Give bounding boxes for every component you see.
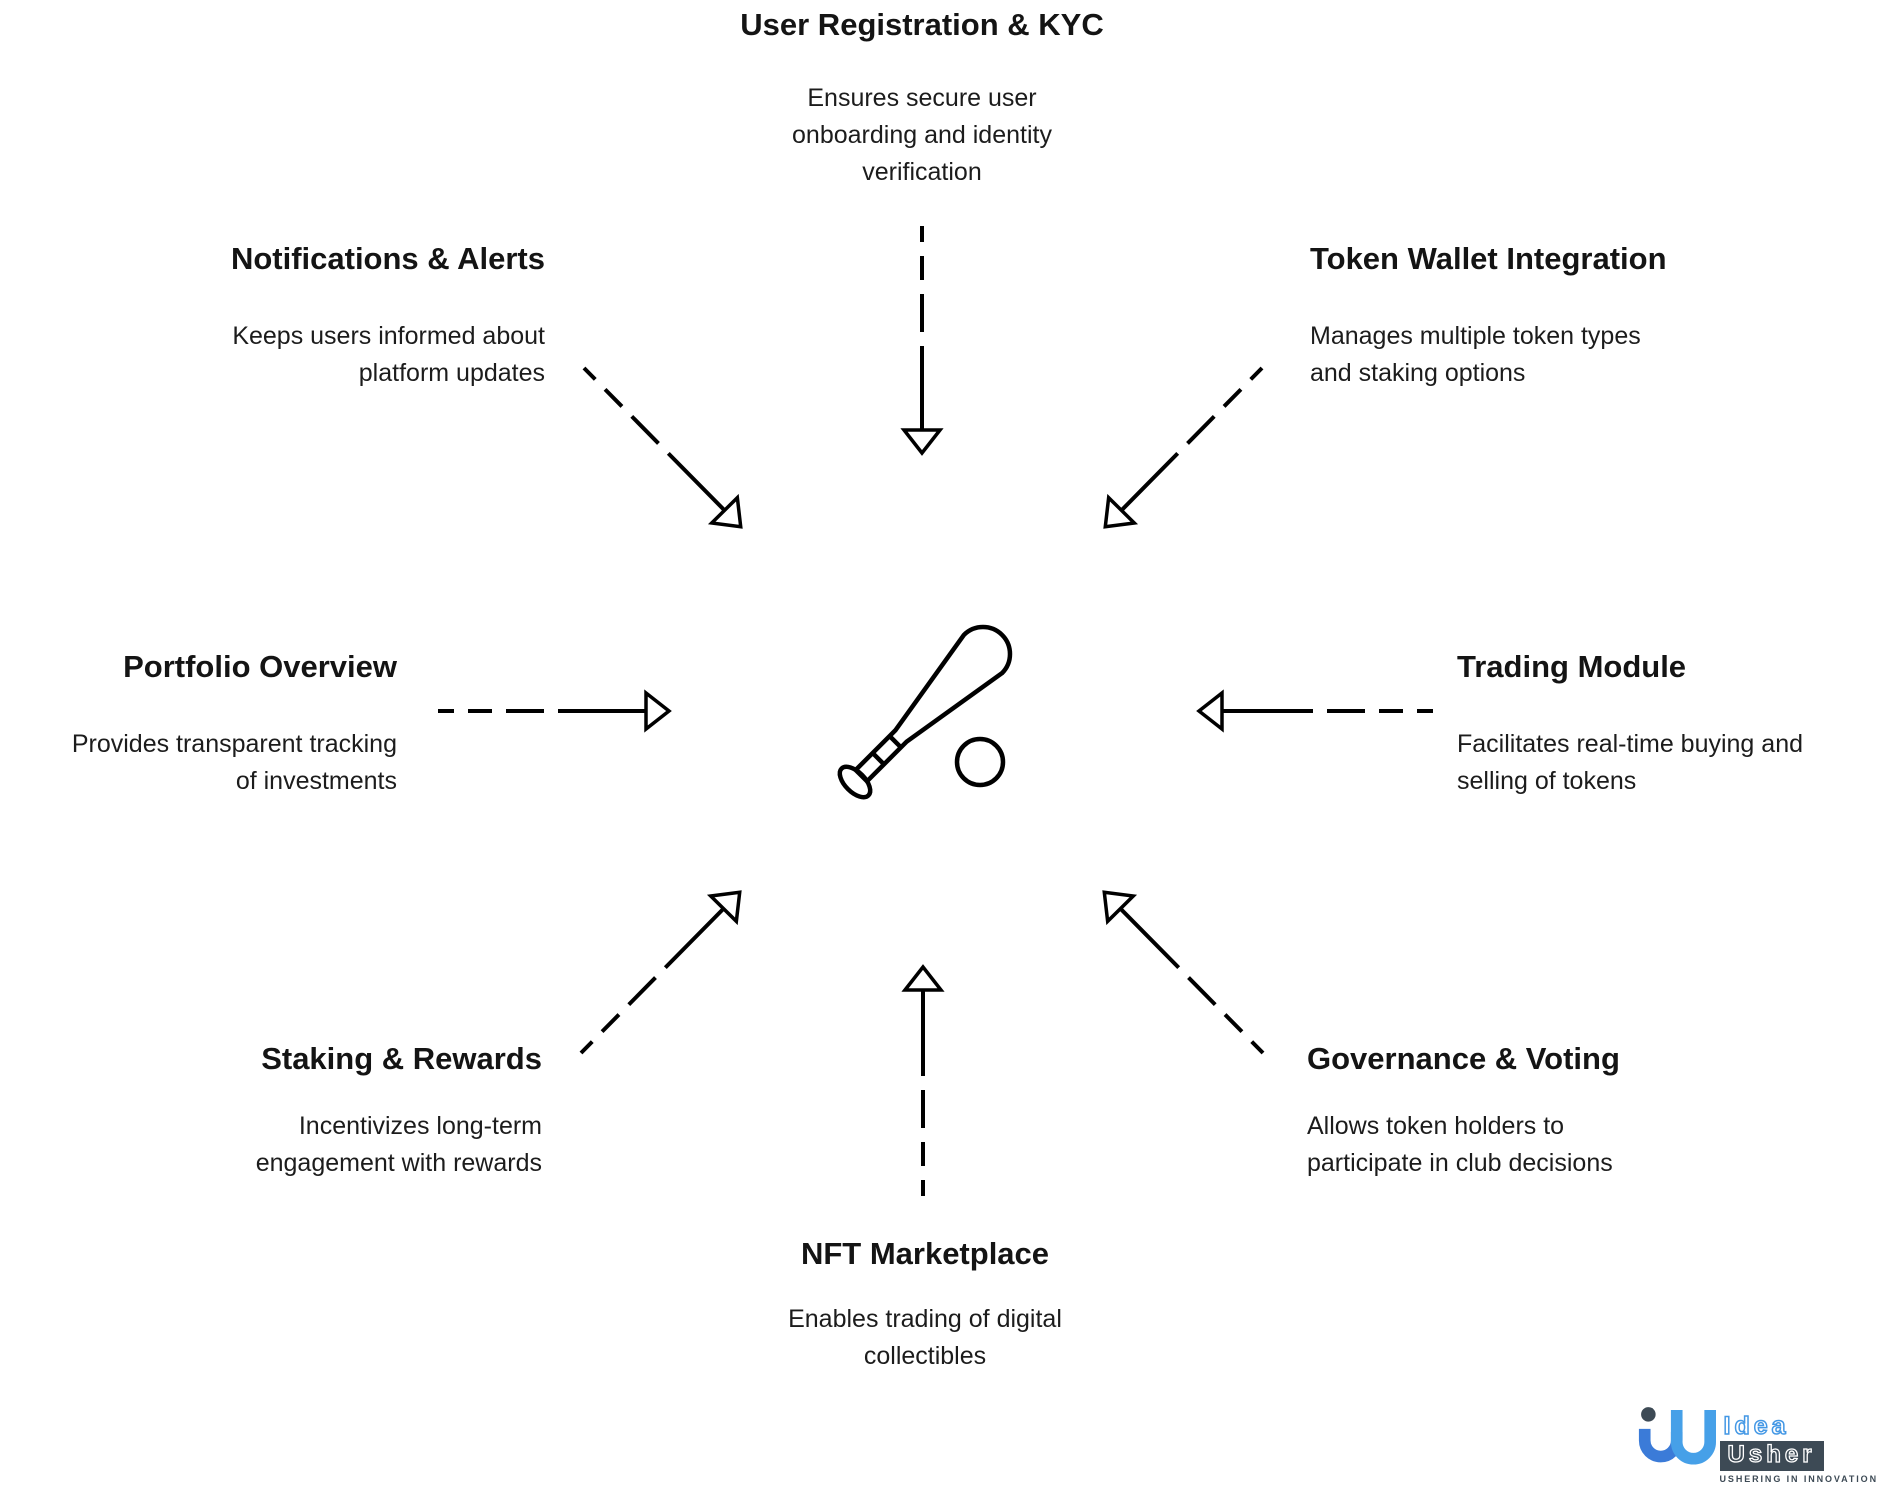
feature-description: Incentivizes long-term engagement with r… xyxy=(255,1112,542,1177)
feature-governance-voting: Governance & Voting Allows token holders… xyxy=(1307,1040,1847,1182)
feature-description: Keeps users informed about platform upda… xyxy=(232,322,545,387)
feature-notifications-alerts: Notifications & Alerts Keeps users infor… xyxy=(45,240,545,392)
arrow-top-right xyxy=(1103,366,1264,529)
logo-wordmark-idea: Idea xyxy=(1723,1412,1790,1440)
baseball-bat-and-ball-icon xyxy=(837,624,1013,800)
arrow-bottom-right xyxy=(1102,890,1265,1055)
bat-grip-line xyxy=(887,733,904,750)
idea-usher-logo-icon xyxy=(1638,1407,1716,1465)
bat-grip-line xyxy=(870,750,887,767)
feature-title: Staking & Rewards xyxy=(261,1041,542,1076)
feature-nft-marketplace: NFT Marketplace Enables trading of digit… xyxy=(625,1235,1225,1375)
arrow-top-left xyxy=(582,366,743,529)
feature-portfolio-overview: Portfolio Overview Provides transparent … xyxy=(0,648,397,800)
feature-title: Portfolio Overview xyxy=(123,649,397,684)
logo-dot xyxy=(1640,1407,1656,1422)
idea-usher-logo: Idea Usher USHERING IN INNOVATION xyxy=(1636,1394,1878,1486)
feature-description: Ensures secure user onboarding and ident… xyxy=(792,84,1052,186)
feature-title: Notifications & Alerts xyxy=(230,241,545,276)
baseball-ball-icon xyxy=(954,736,1006,788)
feature-title: Trading Module xyxy=(1457,649,1687,684)
feature-user-registration: User Registration & KYC Ensures secure u… xyxy=(622,6,1222,191)
feature-title: NFT Marketplace xyxy=(800,1236,1050,1271)
feature-trading-module: Trading Module Facilitates real-time buy… xyxy=(1457,648,1887,800)
logo-wordmark-usher: Usher xyxy=(1727,1441,1816,1468)
bat-knob xyxy=(837,764,873,800)
logo-tagline: USHERING IN INNOVATION xyxy=(1719,1474,1878,1484)
feature-token-wallet: Token Wallet Integration Manages multipl… xyxy=(1310,240,1850,392)
feature-title: Governance & Voting xyxy=(1307,1041,1620,1076)
feature-staking-rewards: Staking & Rewards Incentivizes long-term… xyxy=(42,1040,542,1182)
feature-description: Manages multiple token types and staking… xyxy=(1310,322,1641,387)
feature-description: Facilitates real-time buying and selling… xyxy=(1457,730,1803,795)
logo-big-u xyxy=(1670,1410,1716,1465)
feature-title: Token Wallet Integration xyxy=(1310,241,1667,276)
logo-wordmark-usher-box: Usher xyxy=(1719,1441,1824,1471)
arrow-bottom-left xyxy=(579,890,742,1055)
feature-title: User Registration & KYC xyxy=(740,7,1104,42)
logo-text: Idea Usher USHERING IN INNOVATION xyxy=(1719,1412,1878,1486)
baseball-bat-icon xyxy=(853,624,1013,784)
feature-description: Allows token holders to participate in c… xyxy=(1307,1112,1613,1177)
feature-description: Provides transparent tracking of investm… xyxy=(71,730,397,795)
feature-description: Enables trading of digital collectibles xyxy=(788,1305,1062,1370)
